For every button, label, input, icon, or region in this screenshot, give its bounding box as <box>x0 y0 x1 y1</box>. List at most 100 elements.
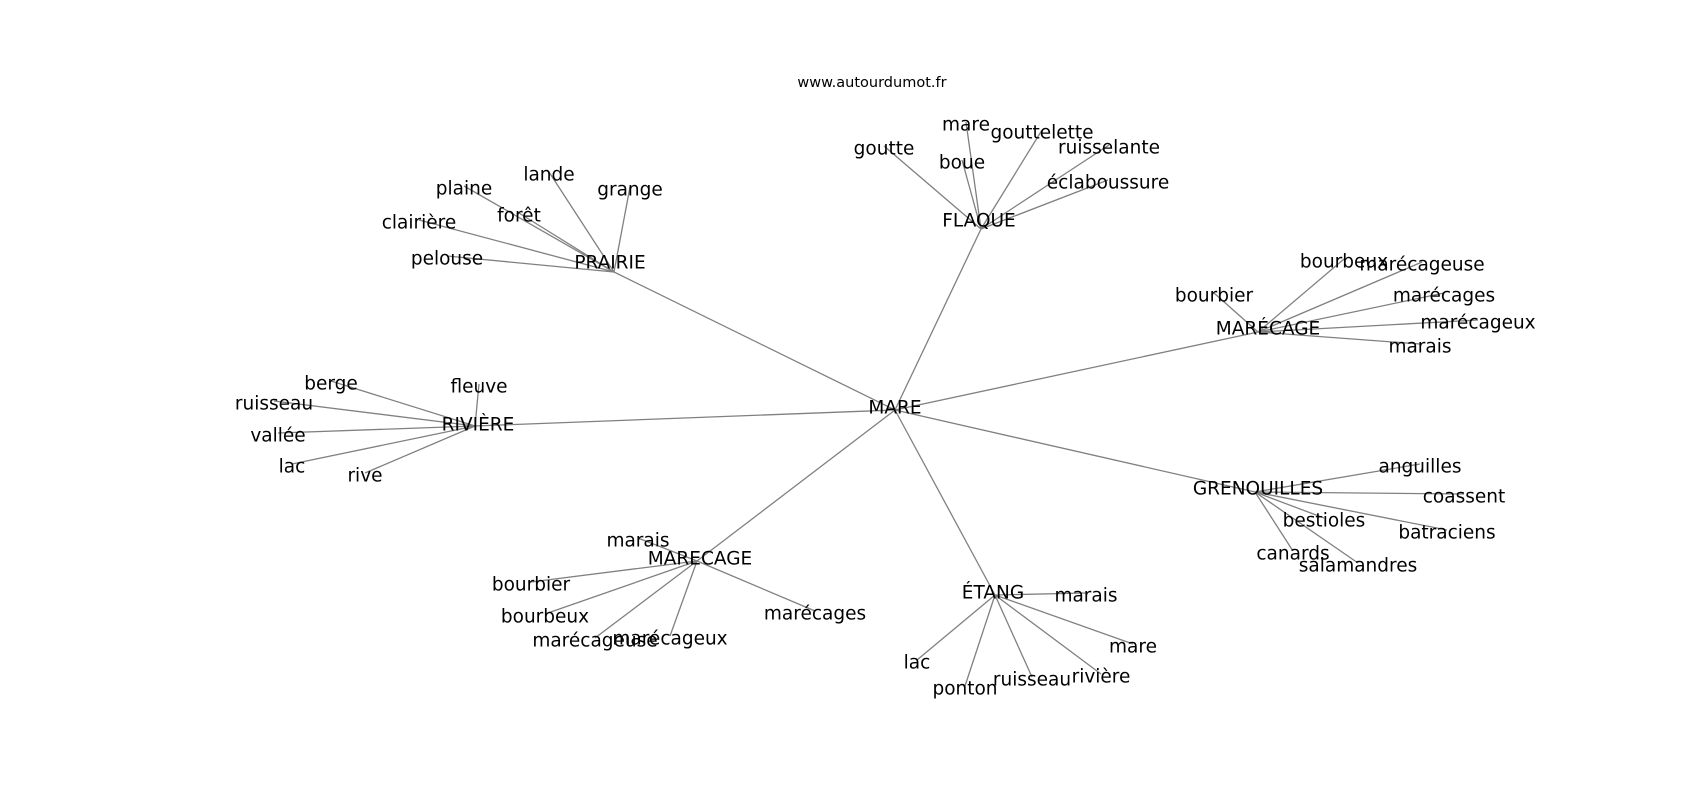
edge-flaque-flaque-mare <box>965 121 982 230</box>
edge-flaque-flaque-eclaboussure <box>980 179 1109 230</box>
edge-prairie-prairie-plaine <box>463 185 615 273</box>
leaf-node-label[interactable]: vallée <box>250 426 305 447</box>
edge-mare-marecage_accent <box>894 331 1259 411</box>
leaf-node-label[interactable]: gouttelette <box>990 123 1093 144</box>
leaf-node-label[interactable]: clairière <box>382 213 457 234</box>
edge-etang-etang-lac <box>916 594 996 661</box>
edge-etang-etang-riviere <box>994 594 1102 675</box>
hub-node-label[interactable]: ÉTANG <box>962 582 1024 604</box>
site-url-label: www.autourdumot.fr <box>797 75 946 91</box>
edge-prairie-prairie-foret <box>518 212 615 273</box>
edge-marecage-marecage-marecageux <box>669 560 698 637</box>
edge-flaque-flaque-boue <box>961 159 982 230</box>
edge-riviere-riviere-lac <box>291 425 476 465</box>
edge-grenouilles-gren-coassent <box>1254 491 1465 495</box>
edge-etang-etang-ruisseau <box>994 594 1033 678</box>
edge-flaque-flaque-goutte <box>883 145 982 230</box>
edge-etang-etang-marais <box>994 592 1087 596</box>
edge-marecage_accent-marecagea-marecageuse <box>1257 261 1423 333</box>
leaf-node-label[interactable]: berge <box>304 374 358 395</box>
hub-node-label[interactable]: MARÉCAGE <box>1216 318 1320 340</box>
leaf-node-label[interactable]: grange <box>597 180 663 201</box>
leaf-node-label[interactable]: salamandres <box>1299 556 1418 577</box>
leaf-node-label[interactable]: rivière <box>1072 667 1131 688</box>
leaf-node-label[interactable]: mare <box>1109 637 1157 658</box>
leaf-node-label[interactable]: ruisselante <box>1058 138 1160 159</box>
leaf-node-label[interactable]: marécageuse <box>1359 255 1484 276</box>
leaf-node-label[interactable]: pelouse <box>411 249 483 270</box>
edge-mare-etang <box>894 409 996 596</box>
leaf-node-label[interactable]: ruisseau <box>993 670 1071 691</box>
edge-flaque-flaque-gouttelette <box>980 129 1043 230</box>
leaf-node-label[interactable]: batraciens <box>1398 523 1495 544</box>
leaf-node-label[interactable]: ruisseau <box>235 394 313 415</box>
leaf-node-label[interactable]: fleuve <box>450 377 507 398</box>
hub-node-label[interactable]: MARECAGE <box>648 549 752 570</box>
edge-riviere-riviere-vallee <box>277 425 476 434</box>
edge-flaque-flaque-ruisselante <box>980 144 1110 230</box>
edge-grenouilles-gren-batraciens <box>1254 491 1448 531</box>
edge-marecage-marecage-marais <box>637 537 698 562</box>
leaf-node-label[interactable]: goutte <box>854 139 915 160</box>
leaf-node-label[interactable]: lac <box>279 457 306 478</box>
leaf-node-label[interactable]: bestioles <box>1283 511 1366 532</box>
leaf-node-label[interactable]: marais <box>606 531 669 552</box>
nodes-layer: MARE PRAIRIE FLAQUE MARÉCAGE RIVIÈRE GRENOUIL… <box>235 115 1536 700</box>
leaf-node-label[interactable]: coassent <box>1423 487 1505 508</box>
leaf-node-label[interactable]: anguilles <box>1379 457 1462 478</box>
leaf-node-label[interactable]: forêt <box>497 206 541 227</box>
hub-node-label[interactable]: FLAQUE <box>942 211 1016 232</box>
edge-riviere-riviere-ruisseau <box>273 400 476 427</box>
edge-mare-prairie <box>613 271 896 411</box>
edge-prairie-prairie-lande <box>548 171 615 273</box>
edge-mare-riviere <box>474 409 896 427</box>
leaf-node-label[interactable]: marécageux <box>1420 313 1535 334</box>
leaf-node-label[interactable]: marécageux <box>612 629 727 650</box>
leaf-node-label[interactable]: marais <box>1054 586 1117 607</box>
edge-grenouilles-gren-anguilles <box>1254 463 1421 493</box>
edge-mare-flaque <box>894 228 982 411</box>
leaf-node-label[interactable]: ponton <box>932 679 997 700</box>
edge-riviere-riviere-berge <box>330 380 476 427</box>
leaf-node-label[interactable]: marécages <box>1393 286 1495 307</box>
edge-etang-etang-mare <box>994 594 1134 645</box>
center-node-label[interactable]: MARE <box>868 398 921 419</box>
leaf-node-label[interactable]: rive <box>347 466 382 487</box>
edge-prairie-prairie-grange <box>613 186 631 273</box>
edge-marecage-marecage-bourbeux <box>544 560 698 615</box>
edges-layer <box>273 121 1479 687</box>
hub-node-label[interactable]: RIVIÈRE <box>442 414 515 436</box>
leaf-node-label[interactable]: boue <box>939 153 985 174</box>
edge-riviere-riviere-fleuve <box>474 383 480 427</box>
leaf-node-label[interactable]: mare <box>942 115 990 136</box>
edge-marecage_accent-marecagea-marecageux <box>1257 319 1479 333</box>
leaf-node-label[interactable]: bourbier <box>1175 286 1254 307</box>
edge-marecage-marecage-marecages <box>696 560 816 612</box>
hub-node-label[interactable]: PRAIRIE <box>574 253 645 274</box>
hub-node-label[interactable]: GRENOUILLES <box>1193 479 1323 500</box>
edge-mare-grenouilles <box>894 409 1256 493</box>
leaf-node-label[interactable]: marécages <box>764 604 866 625</box>
edge-marecage_accent-marecagea-marais <box>1257 331 1421 345</box>
edge-marecage-marecage-marecageuse <box>594 560 698 639</box>
leaf-node-label[interactable]: bourbeux <box>501 607 589 628</box>
edge-marecage_accent-marecagea-marecages <box>1257 292 1445 333</box>
edge-marecage_accent-marecagea-bourbier <box>1213 292 1259 333</box>
leaf-node-label[interactable]: marécageuse <box>532 631 657 652</box>
leaf-node-label[interactable]: canards <box>1256 544 1329 565</box>
leaf-node-label[interactable]: bourbier <box>492 575 571 596</box>
leaf-node-label[interactable]: lande <box>523 165 574 186</box>
leaf-node-label[interactable]: plaine <box>436 179 492 200</box>
edge-marecage-marecage-bourbier <box>530 560 698 583</box>
edge-mare-marecage <box>696 409 896 562</box>
leaf-node-label[interactable]: bourbeux <box>1300 252 1388 273</box>
edge-marecage_accent-marecagea-bourbeux <box>1257 258 1345 333</box>
edge-grenouilles-gren-bestioles <box>1254 491 1325 519</box>
edge-riviere-riviere-rive <box>364 425 476 474</box>
leaf-node-label[interactable]: marais <box>1388 337 1451 358</box>
edge-etang-etang-ponton <box>964 594 996 687</box>
leaf-node-label[interactable]: éclaboussure <box>1047 173 1169 194</box>
leaf-node-label[interactable]: lac <box>904 653 931 674</box>
edge-prairie-prairie-clairiere <box>418 219 615 273</box>
